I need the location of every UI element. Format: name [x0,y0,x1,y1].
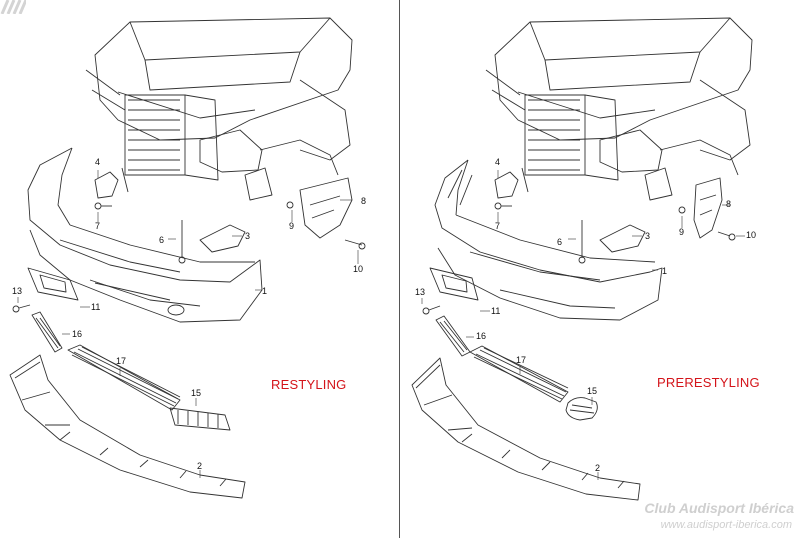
callout-10: 10 [746,230,757,240]
callout-13: 13 [12,286,23,296]
callout-11: 11 [491,306,501,316]
callout-1: 1 [262,286,268,296]
callout-10: 10 [353,264,364,274]
grilles [435,315,598,421]
panel-prerestyling: PRERESTYLING 1 2 3 4 6 7 8 9 10 11 13 15… [400,0,800,538]
variant-label-prerestyling: PRERESTYLING [657,375,760,390]
watermark-url: www.audisport-iberica.com [660,519,792,531]
lower-spoiler [9,354,246,499]
bumper-cover [27,147,263,323]
callout-13: 13 [415,287,426,297]
callout-9: 9 [679,227,685,237]
panel-divider [399,0,400,538]
leader-lines [17,170,359,478]
callout-15: 15 [587,386,598,396]
callout-16: 16 [72,329,83,339]
callout-7: 7 [95,221,101,231]
callout-8: 8 [726,199,732,209]
mounting-parts [422,167,736,315]
callout-17: 17 [116,356,127,366]
callout-9: 9 [289,221,295,231]
callout-2: 2 [595,463,601,473]
callout-17: 17 [516,355,527,365]
mounting-parts [12,167,366,313]
grilles [31,311,231,431]
prerestyling-drawing [411,17,753,501]
leader-lines [421,170,745,480]
variant-label-restyling: RESTYLING [271,377,347,392]
callout-2: 2 [197,461,203,471]
watermark-title: Club Audisport Ibérica [644,500,794,516]
callout-8: 8 [361,196,367,206]
callout-16: 16 [476,331,487,341]
callout-6: 6 [159,235,165,245]
lower-spoiler [411,357,641,501]
car-front-structure [85,17,353,201]
callout-4: 4 [95,157,101,167]
callout-1: 1 [662,266,668,276]
bumper-cover [434,159,663,321]
callout-3: 3 [245,231,251,241]
car-front-structure [485,17,753,201]
callout-3: 3 [645,231,651,241]
callout-15: 15 [191,388,202,398]
callout-11: 11 [91,302,101,312]
callout-4: 4 [495,157,501,167]
callout-7: 7 [495,221,501,231]
watermark-logo-icon [0,0,26,14]
panel-restyling: RESTYLING 1 2 3 4 6 7 8 9 10 11 13 15 16… [0,0,399,538]
restyling-drawing [9,17,366,499]
callout-6: 6 [557,237,563,247]
